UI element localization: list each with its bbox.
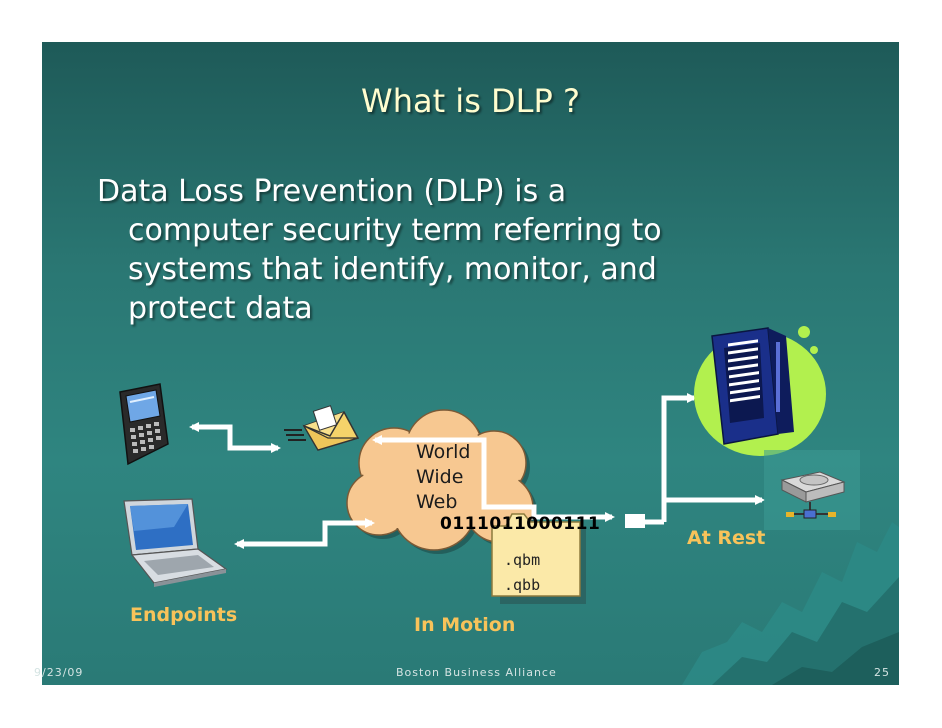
folder-icon [491, 513, 586, 604]
slide: What is DLP ? Data Loss Prevention (DLP)… [42, 42, 899, 685]
connector-arrows [189, 393, 765, 549]
mountains-decoration [682, 522, 899, 685]
at-rest-label: At Rest [687, 527, 766, 549]
in-motion-label: In Motion [414, 614, 516, 636]
bullet-line-2: computer security term referring to [128, 213, 662, 248]
footer-date: 9/23/09 [34, 666, 84, 679]
file-ext-2: .qbb [504, 576, 541, 594]
email-icon [284, 405, 360, 451]
smartphone-icon [119, 383, 169, 466]
footer-center: Boston Business Alliance [396, 666, 557, 679]
endpoints-label: Endpoints [130, 604, 238, 626]
bullet-line-3: systems that identify, monitor, and [128, 252, 657, 287]
file-extensions: .qbm .qbb [504, 548, 540, 598]
bullet-text: Data Loss Prevention (DLP) is a computer… [97, 172, 837, 328]
footer-page-number: 25 [874, 666, 890, 679]
server-tower-icon [694, 326, 826, 456]
binary-string: 0111011000111 [440, 514, 601, 534]
network-storage-icon [764, 450, 860, 530]
bullet-line-4: protect data [128, 291, 313, 326]
file-ext-1: .qbm [504, 551, 541, 569]
bullet-line-1: Data Loss Prevention (DLP) is a [97, 174, 567, 209]
laptop-icon [123, 498, 228, 587]
slide-title: What is DLP ? [361, 82, 580, 120]
